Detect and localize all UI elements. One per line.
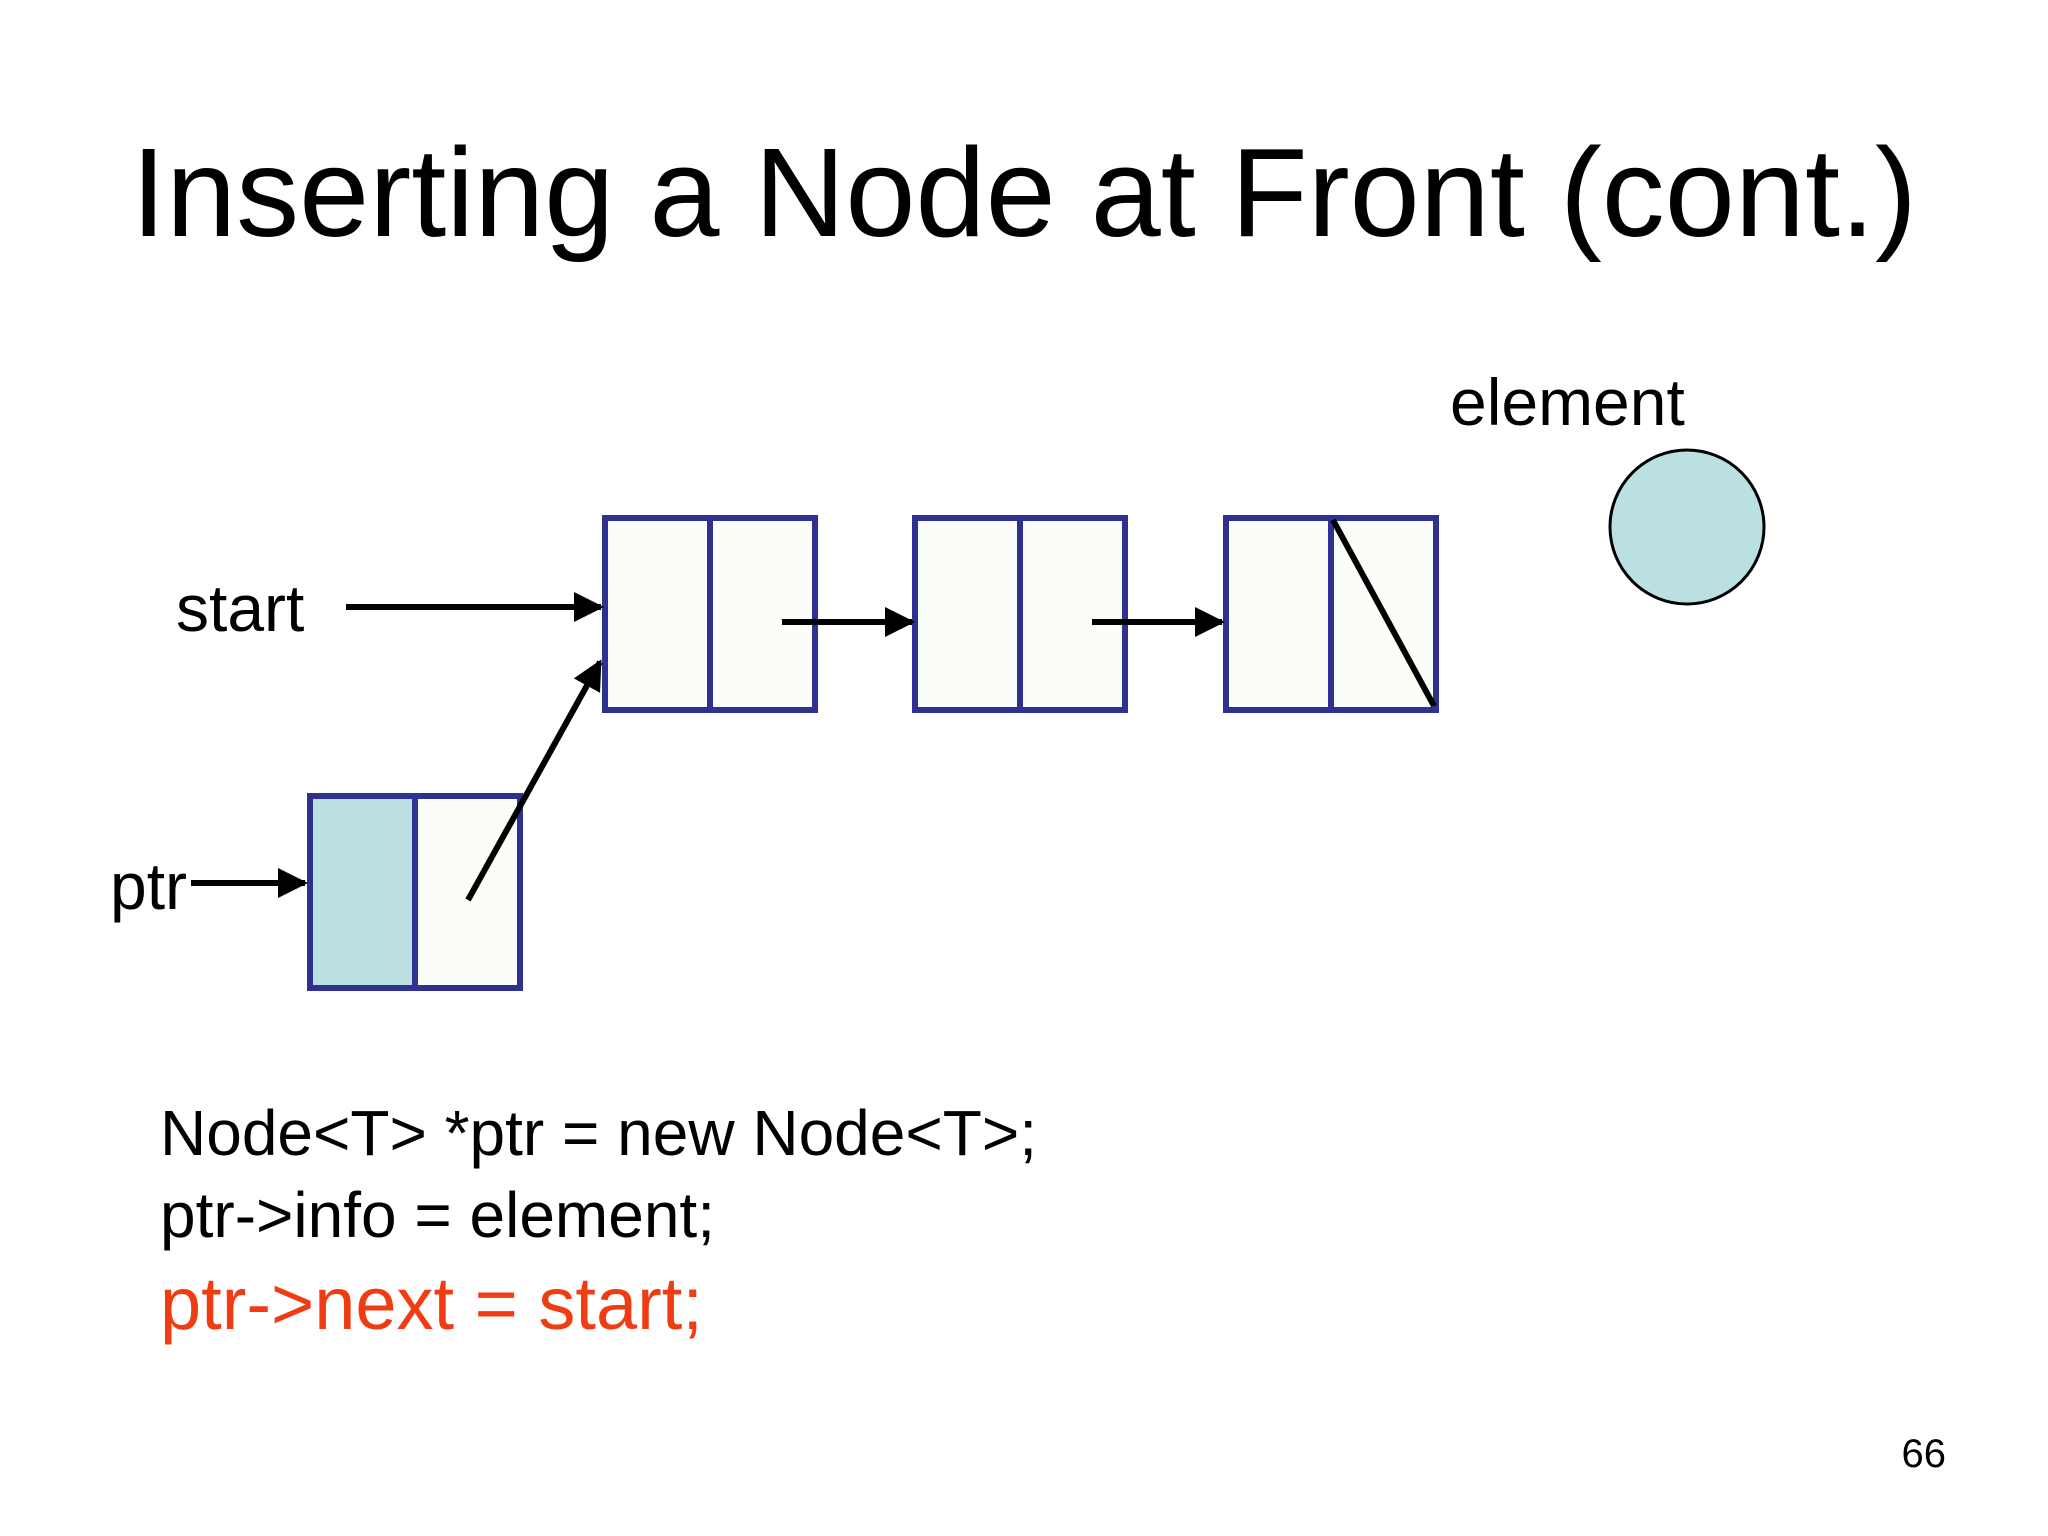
new-node (307, 793, 523, 991)
start-label: start (176, 571, 305, 645)
slide-title: Inserting a Node at Front (cont.) (131, 122, 1917, 263)
list-node-1-next-cell (707, 515, 818, 713)
page-number: 66 (1901, 1432, 1947, 1476)
list-node-1-info-cell (602, 515, 713, 713)
new-node-info-cell (307, 793, 418, 991)
code-line-2: ptr->info = element; (160, 1179, 715, 1251)
list-node-2 (912, 515, 1128, 713)
null-pointer-slash (1330, 518, 1437, 708)
new-node-next-cell (412, 793, 523, 991)
element-label: element (1450, 365, 1685, 439)
list-node-3 (1223, 515, 1439, 713)
ptr-label: ptr (110, 849, 188, 923)
code-line-highlighted: ptr->next = start; (160, 1262, 703, 1345)
list-node-2-next-cell (1017, 515, 1128, 713)
element-circle (1608, 448, 1766, 606)
code-line-1: Node<T> *ptr = new Node<T>; (160, 1097, 1037, 1169)
list-node-1 (602, 515, 818, 713)
list-node-3-info-cell (1223, 515, 1334, 713)
code-block: Node<T> *ptr = new Node<T>; ptr->info = … (160, 1092, 1037, 1352)
new-node-next-arrow (465, 659, 603, 902)
list-node-2-info-cell (912, 515, 1023, 713)
